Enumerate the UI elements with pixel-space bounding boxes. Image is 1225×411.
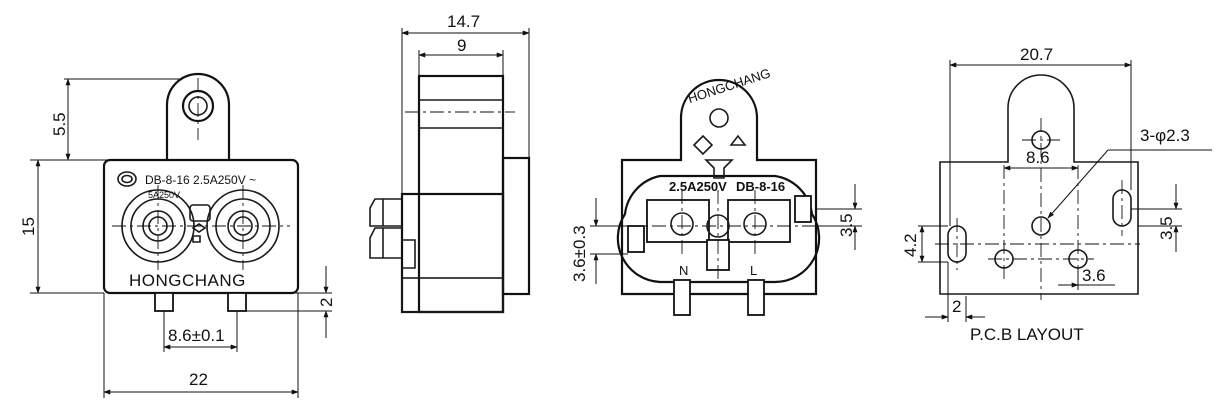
terminal-n-label: N <box>679 263 688 278</box>
latch-upper <box>369 198 402 227</box>
dim-4-2: 4.2 <box>901 233 920 257</box>
dim-5-5: 5.5 <box>50 112 69 136</box>
dim-3-6-pcb: 3.6 <box>1082 266 1106 285</box>
side-view: 14.7 9 <box>369 12 531 314</box>
pcb-caption: P.C.B LAYOUT <box>970 325 1084 344</box>
side-front-block <box>400 192 505 314</box>
hole-note: 3-φ2.3 <box>1140 126 1190 145</box>
rear-outline <box>620 78 818 296</box>
dim-3-5-rear: 3.5 <box>837 213 856 237</box>
dim-2-pin: 2 <box>317 298 336 307</box>
rear-rating: 2.5A250V <box>669 179 727 194</box>
pin-right <box>227 292 247 312</box>
terminal-blocks <box>627 195 812 271</box>
latch-lower <box>369 227 402 259</box>
side-rear-block <box>501 156 531 296</box>
cert-logos <box>189 204 211 243</box>
rear-cert-logos <box>692 134 747 156</box>
rear-model: DB-8-16 <box>736 179 785 194</box>
brand-text: HONGCHANG <box>129 271 246 290</box>
rear-pin-l <box>747 279 765 316</box>
dim-14-7: 14.7 <box>447 12 480 31</box>
dim-8-6-pcb: 8.6 <box>1026 148 1050 167</box>
dim-9: 9 <box>457 36 466 55</box>
key-notch <box>704 159 734 179</box>
dim-2-pcb: 2 <box>952 297 961 316</box>
dim-3-5-pcb: 3.5 <box>1157 216 1176 240</box>
pin-left <box>154 292 174 312</box>
pcb-layout-view: 20.7 8.6 3-φ2.3 4.2 3.5 3.6 2 P.C.B LAYO… <box>901 45 1212 344</box>
dim-8-6-pitch: 8.6±0.1 <box>168 326 225 345</box>
ccc-logo <box>117 171 137 187</box>
front-body <box>102 158 300 295</box>
marking-line: DB-8-16 2.5A250V ~ <box>145 173 256 187</box>
rear-ccc-logo <box>709 108 729 128</box>
rating-small: 5A250V <box>148 190 180 200</box>
dim-15: 15 <box>19 217 38 236</box>
dim-22: 22 <box>189 370 208 389</box>
terminal-l-label: L <box>750 263 757 278</box>
pcb-outline <box>939 74 1139 295</box>
rear-view: HONGCHANG 2.5A250V DB-8-16 N L 3.6±0.3 3… <box>570 65 862 316</box>
pcb-center-hole <box>1031 216 1051 236</box>
dim-3-6-tol: 3.6±0.3 <box>570 225 589 282</box>
front-view: 5.5 15 2 8.6±0.1 22 DB-8-16 2.5A250V ~ 5… <box>19 72 336 398</box>
mounting-tab <box>165 72 231 160</box>
rear-pin-n <box>673 279 691 316</box>
dim-20-7: 20.7 <box>1020 45 1053 64</box>
